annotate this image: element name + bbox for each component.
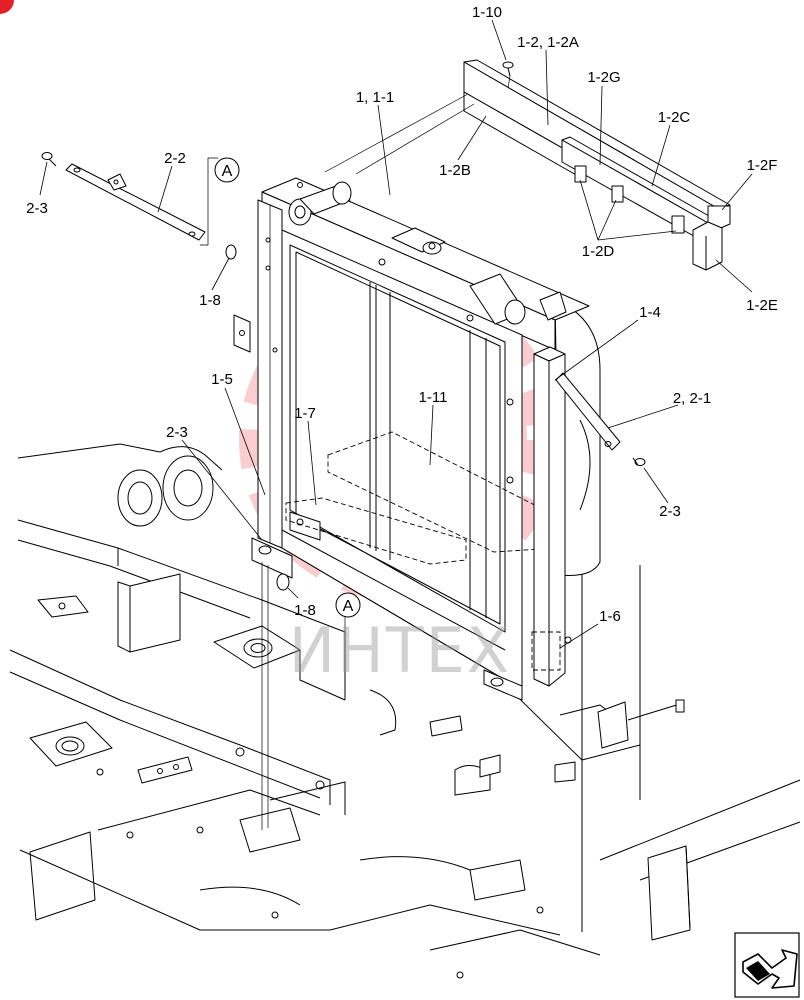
navigation-arrow-icon xyxy=(742,949,798,989)
callout-2-3-left[interactable]: 2-3 xyxy=(166,424,188,441)
reference-marker-label: A xyxy=(222,163,233,180)
stay-bar-2-2 xyxy=(41,152,218,246)
callout-2-3-top[interactable]: 2-3 xyxy=(26,200,48,217)
machine-chassis xyxy=(9,443,801,979)
callout-leaders xyxy=(39,19,753,649)
watermark-text: ИНТЕХ xyxy=(289,614,512,687)
reference-marker-a-bottom: A xyxy=(335,592,361,618)
callout-1-2D[interactable]: 1-2D xyxy=(582,243,615,260)
callout-1-2C[interactable]: 1-2C xyxy=(658,109,691,126)
callout-1-2E[interactable]: 1-2E xyxy=(746,297,778,314)
callout-1-10[interactable]: 1-10 xyxy=(472,4,502,21)
callout-1-2G[interactable]: 1-2G xyxy=(587,69,620,86)
callout-1-6[interactable]: 1-6 xyxy=(599,608,621,625)
stay-bar-2 xyxy=(555,372,646,466)
callout-2-3-right[interactable]: 2-3 xyxy=(659,503,681,520)
callout-labels: 1-10 1-2, 1-2A 1-2G 1-2C 1-2F 1-2B 1-2D … xyxy=(26,4,778,625)
callout-1-2B[interactable]: 1-2B xyxy=(439,162,471,179)
callout-1-4[interactable]: 1-4 xyxy=(639,304,661,321)
callout-1-5[interactable]: 1-5 xyxy=(211,371,233,388)
o-ring-lower xyxy=(276,573,290,591)
callout-2-2[interactable]: 2-2 xyxy=(164,150,186,167)
callout-1-2[interactable]: 1-2, 1-2A xyxy=(517,34,579,51)
catalog-badge-icon xyxy=(0,0,14,14)
callout-1-8-lower[interactable]: 1-8 xyxy=(294,602,316,619)
radiator-assembly xyxy=(233,177,601,701)
reference-marker-a-top: A xyxy=(214,157,240,183)
callout-2[interactable]: 2, 2-1 xyxy=(673,390,711,407)
reference-marker-label: A xyxy=(343,598,354,615)
o-ring-upper xyxy=(225,244,237,260)
callout-1-11[interactable]: 1-11 xyxy=(419,389,448,406)
navigation-arrow-button[interactable] xyxy=(734,932,800,998)
radiator-guard xyxy=(506,346,572,687)
callout-1-7[interactable]: 1-7 xyxy=(294,405,316,422)
callout-1-8-upper[interactable]: 1-8 xyxy=(199,292,221,309)
callout-1[interactable]: 1, 1-1 xyxy=(356,89,394,106)
callout-1-2F[interactable]: 1-2F xyxy=(747,157,778,174)
